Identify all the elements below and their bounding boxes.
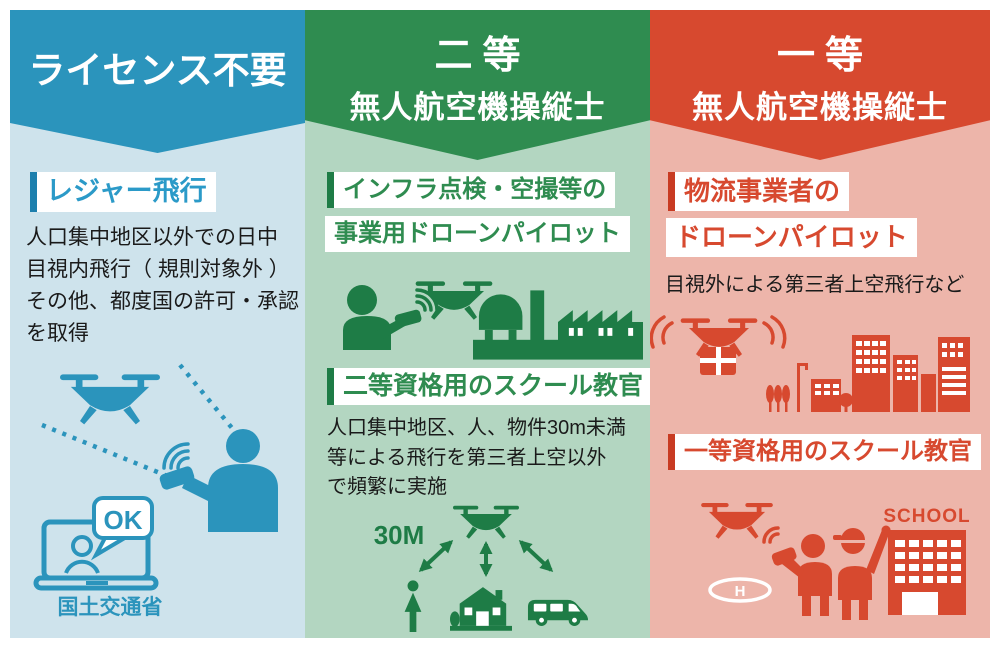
column-first-class: 一等 無人航空機操縦士 物流事業者の ドローンパイロット 目視外による第三者上空… <box>650 10 990 638</box>
body-text: 人口集中地区、人、物件30m未満 等による飛行を第三者上空以外 で頻繁に実施 <box>327 414 626 503</box>
label-text: ドローンパイロット <box>666 218 917 257</box>
header-title: ライセンス不要 <box>28 49 287 91</box>
body-text-line: を取得 <box>26 321 89 345</box>
ok-label: OK <box>104 505 143 535</box>
van-icon <box>527 599 589 626</box>
city-icon <box>766 335 970 412</box>
delivery-illustration <box>650 315 970 412</box>
ok-speech-bubble: OK <box>90 496 154 561</box>
header-subtitle: 無人航空機操縦士 <box>692 90 948 125</box>
first-class-instructor-label: 一等資格用のスクール教官 <box>668 434 981 470</box>
label-text: 一等資格用のスクール教官 <box>675 434 981 470</box>
body-text-line: 目視内飛行（ 規則対象外 ） <box>26 257 290 281</box>
accent-bar <box>30 172 37 212</box>
helipad-icon: H <box>708 577 772 603</box>
school-building-icon: SCHOOL <box>883 506 970 615</box>
house-icon <box>450 587 512 631</box>
body-text-line: その他、都度国の許可・承認 <box>26 289 299 313</box>
accent-bar <box>668 434 675 470</box>
drone-icon <box>453 505 519 539</box>
pilot-with-controller-icon <box>159 429 278 532</box>
pilot-with-controller-icon <box>343 285 439 350</box>
body-text-line: で頻繁に実施 <box>327 476 447 499</box>
label-text: 事業用ドローンパイロット <box>325 216 630 252</box>
school-label: SCHOOL <box>883 506 970 527</box>
label-text: 物流事業者の <box>675 172 850 211</box>
logistics-pilot-label-line2: ドローンパイロット <box>666 218 917 257</box>
label-text: レジャー飛行 <box>37 172 216 212</box>
logistics-pilot-label-line1: 物流事業者の <box>668 172 850 211</box>
body-text: 目視外による第三者上空飛行など <box>665 268 964 297</box>
column-header-second-class: 二等 無人航空機操縦士 <box>305 10 650 160</box>
header-title: 一等 <box>776 35 873 77</box>
infrastructure-inspection-illustration <box>343 281 643 360</box>
column-second-class: 二等 無人航空機操縦士 インフラ点検・空撮等の 事業用ドローンパイロット <box>305 10 653 638</box>
person-icon <box>404 580 422 632</box>
second-class-instructor-label: 二等資格用のスクール教官 <box>327 368 653 406</box>
column-header-first-class: 一等 無人航空機操縦士 <box>650 10 990 160</box>
sight-dotted-line <box>41 422 183 485</box>
distance-rule-illustration: 30M <box>374 505 589 632</box>
column-license-free: ライセンス不要 レジャー飛行 人口集中地区以外での日中 目視内飛行（ 規則対象外… <box>10 10 305 638</box>
signal-waves-icon <box>162 442 190 470</box>
signal-waves-icon <box>650 315 787 349</box>
ministry-label: 国土交通省 <box>58 595 163 619</box>
drone-school-illustration: H <box>701 502 970 620</box>
signal-waves-icon <box>762 526 780 544</box>
body-text-line: 人口集中地区、人、物件30m未満 <box>327 417 626 439</box>
distance-arrows <box>418 539 554 577</box>
accent-bar <box>327 368 334 406</box>
business-pilot-label-line1: インフラ点検・空撮等の <box>327 172 616 208</box>
distance-label: 30M <box>374 520 425 550</box>
body-text-line: 等による飛行を第三者上空以外 <box>327 446 607 469</box>
accent-bar <box>668 172 675 211</box>
body-text-line: 目視外による第三者上空飛行など <box>665 274 965 296</box>
leisure-flight-label: レジャー飛行 <box>30 172 216 212</box>
drone-icon <box>60 374 160 425</box>
drone-icon <box>701 502 773 539</box>
label-text: 二等資格用のスクール教官 <box>334 368 653 406</box>
header-subtitle: 無人航空機操縦士 <box>349 90 606 125</box>
delivery-drone-icon <box>650 315 787 375</box>
body-text: 人口集中地区以外での日中 目視内飛行（ 規則対象外 ） その他、都度国の許可・承… <box>26 222 299 350</box>
instructor-and-trainee-icon <box>762 525 891 620</box>
label-text: インフラ点検・空撮等の <box>334 172 616 208</box>
accent-bar <box>327 172 334 208</box>
leisure-flight-illustration: OK 国土交通省 <box>33 363 278 619</box>
header-title: 二等 <box>434 35 531 77</box>
helipad-label: H <box>735 583 746 600</box>
column-header-license-free: ライセンス不要 <box>10 10 305 153</box>
factory-icon <box>473 290 643 360</box>
sight-dotted-line <box>178 363 234 430</box>
body-text-line: 人口集中地区以外での日中 <box>26 226 278 249</box>
business-pilot-label-line2: 事業用ドローンパイロット <box>325 216 630 252</box>
